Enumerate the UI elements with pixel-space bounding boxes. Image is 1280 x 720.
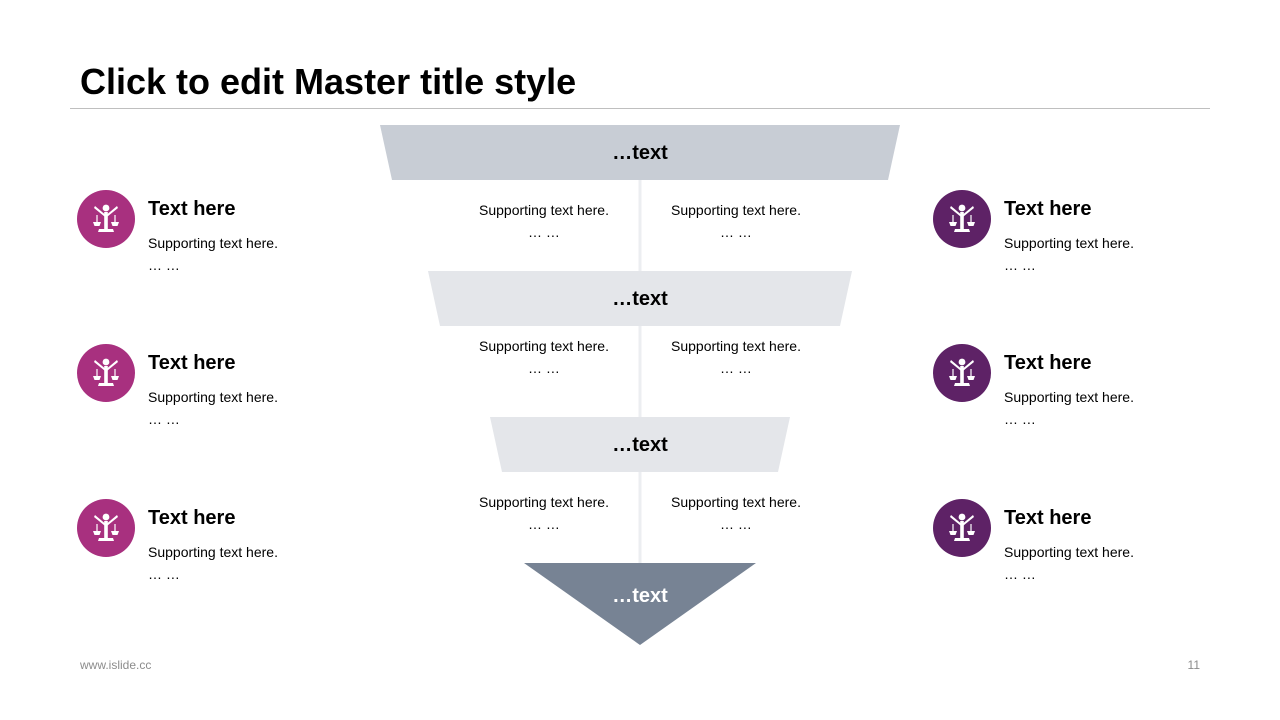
left-item-supporting: Supporting text here. [148,544,278,560]
left-item-dots: … … [148,257,180,273]
left-item-badge [77,499,135,557]
title-divider [70,108,1210,109]
right-item[interactable]: Text here Supporting text here. … … [933,499,1193,589]
right-item-dots: … … [1004,257,1036,273]
center-note-text: Supporting text here. [479,494,609,510]
slide-title[interactable]: Click to edit Master title style [80,61,577,102]
center-note-dots: … … [720,516,752,532]
funnel-stage-2-label[interactable]: …text [612,288,668,310]
left-item-dots: … … [148,411,180,427]
center-note[interactable]: Supporting text here. … … [459,335,629,379]
justice-scales-icon [948,512,976,542]
right-item-badge [933,190,991,248]
left-item-text: Supporting text here. … … [148,386,278,430]
left-item-title: Text here [148,352,236,374]
center-note-dots: … … [720,224,752,240]
left-item-text: Supporting text here. … … [148,232,278,276]
funnel-stage-2-shape[interactable] [428,271,852,326]
center-note[interactable]: Supporting text here. … … [651,199,821,243]
center-note-text: Supporting text here. [671,338,801,354]
left-item-supporting: Supporting text here. [148,235,278,251]
center-note-dots: … … [528,516,560,532]
left-item[interactable]: Text here Supporting text here. … … [77,344,337,434]
left-item-title: Text here [148,198,236,220]
right-item-title: Text here [1004,352,1092,374]
center-note[interactable]: Supporting text here. … … [459,199,629,243]
left-item-badge [77,344,135,402]
left-item-title: Text here [148,507,236,529]
center-note-dots: … … [528,360,560,376]
justice-scales-icon [948,358,976,387]
center-note[interactable]: Supporting text here. … … [459,491,629,535]
funnel-stage-3-label[interactable]: …text [612,434,668,456]
left-item[interactable]: Text here Supporting text here. … … [77,190,337,280]
right-item-dots: … … [1004,566,1036,582]
justice-scales-icon [92,358,120,387]
center-note-text: Supporting text here. [479,338,609,354]
left-item-supporting: Supporting text here. [148,389,278,405]
right-item-badge [933,344,991,402]
center-note-text: Supporting text here. [479,202,609,218]
right-item-supporting: Supporting text here. [1004,235,1134,251]
right-item-text: Supporting text here. … … [1004,386,1134,430]
center-note[interactable]: Supporting text here. … … [651,491,821,535]
funnel-stage-4-shape[interactable] [524,563,756,645]
center-note-text: Supporting text here. [671,202,801,218]
justice-scales-icon [92,204,120,233]
left-item-badge [77,190,135,248]
right-item-dots: … … [1004,411,1036,427]
justice-scales-icon [948,204,976,233]
right-item-supporting: Supporting text here. [1004,544,1134,560]
left-item[interactable]: Text here Supporting text here. … … [77,499,337,589]
right-item-supporting: Supporting text here. [1004,389,1134,405]
right-item-text: Supporting text here. … … [1004,232,1134,276]
justice-scales-icon [92,512,120,542]
funnel-stage-1-shape[interactable] [380,125,900,180]
center-note[interactable]: Supporting text here. … … [651,335,821,379]
center-note-text: Supporting text here. [671,494,801,510]
center-note-dots: … … [720,360,752,376]
right-item-badge [933,499,991,557]
right-item[interactable]: Text here Supporting text here. … … [933,344,1193,434]
funnel-stage-4-label[interactable]: …text [612,585,668,607]
right-item-title: Text here [1004,198,1092,220]
center-note-dots: … … [528,224,560,240]
right-item[interactable]: Text here Supporting text here. … … [933,190,1193,280]
right-item-text: Supporting text here. … … [1004,541,1134,585]
funnel-stage-1-label[interactable]: …text [612,142,668,164]
page-number: 11 [1187,658,1200,672]
funnel-center-line [638,178,642,568]
left-item-dots: … … [148,566,180,582]
footer-url: www.islide.cc [80,658,152,672]
funnel-stage-3-shape[interactable] [490,417,790,472]
left-item-text: Supporting text here. … … [148,541,278,585]
right-item-title: Text here [1004,507,1092,529]
